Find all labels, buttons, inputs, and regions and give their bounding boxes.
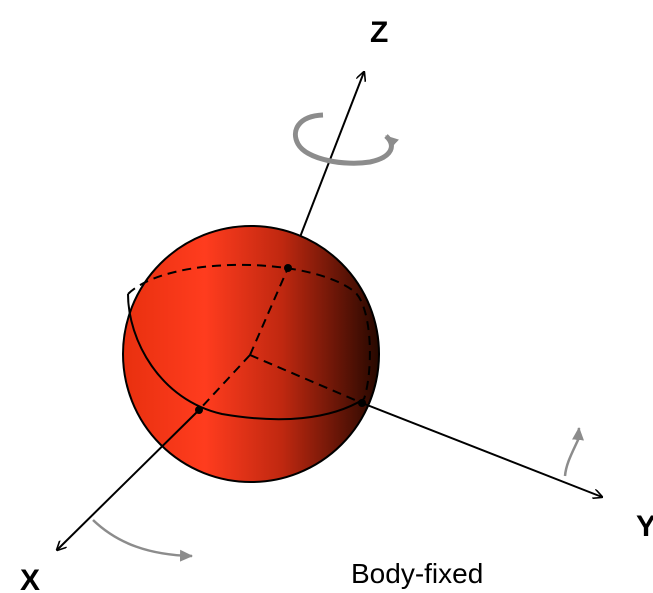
sphere-equator-visible xyxy=(127,293,365,421)
diagram-caption: Body-fixed xyxy=(351,558,483,589)
y-axis-line xyxy=(361,402,602,497)
x-axis-label: X xyxy=(20,564,40,593)
y-axis-hidden xyxy=(249,354,363,404)
x-axis-line xyxy=(57,409,200,550)
y-rotation-arrow xyxy=(563,427,584,477)
x-axis-surface-point xyxy=(195,406,203,414)
z-rotation-arrow xyxy=(292,112,399,166)
z-axis-surface-point xyxy=(284,264,292,272)
x-axis-hidden xyxy=(198,354,251,411)
z-axis-hidden xyxy=(249,267,289,356)
x-rotation-arrow xyxy=(92,519,193,562)
y-axis-label: Y xyxy=(636,510,653,543)
y-axis-surface-point xyxy=(358,399,366,407)
z-axis-label: Z xyxy=(370,16,388,49)
sphere-equator-hidden xyxy=(127,263,371,400)
